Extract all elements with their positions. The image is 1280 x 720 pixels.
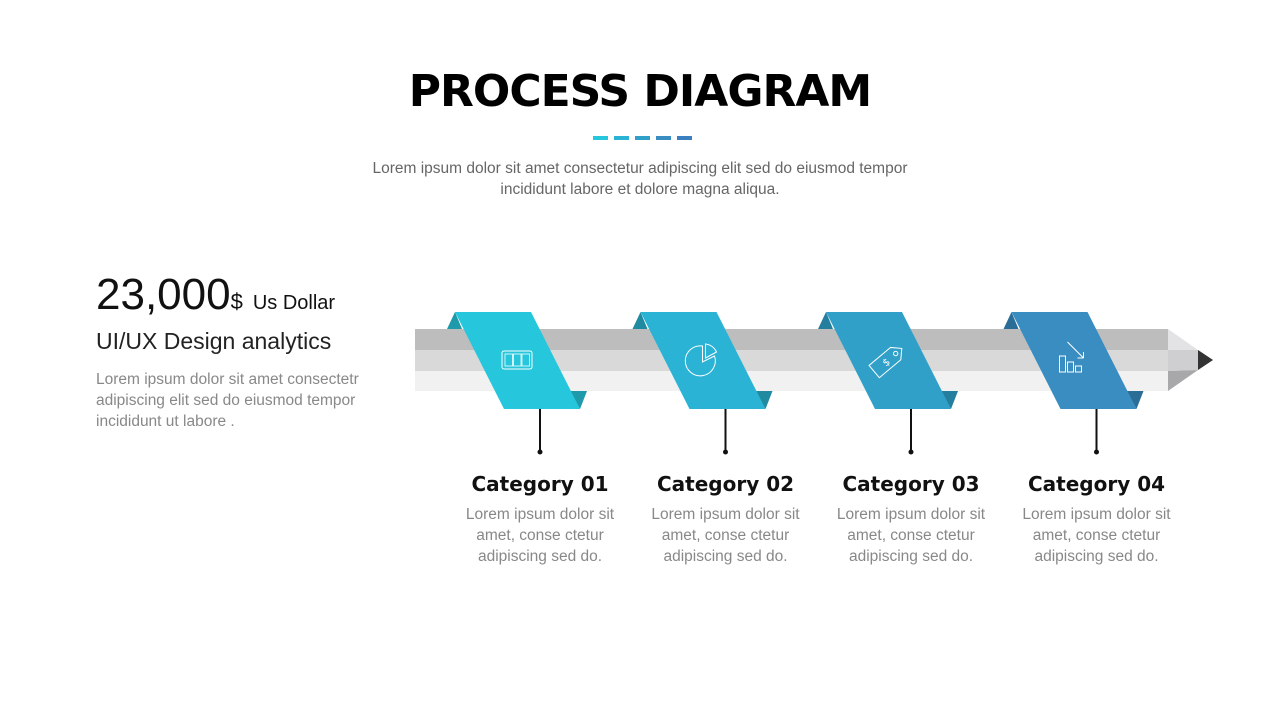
category-text: Lorem ipsum dolor sit amet, conse ctetur… — [651, 506, 800, 565]
connector-dot — [723, 449, 728, 455]
stat-unit: Us Dollar — [252, 292, 336, 314]
category-text: Lorem ipsum dolor sit amet, conse ctetur… — [836, 506, 986, 565]
ribbon-step-1 — [447, 312, 587, 455]
category-title: Category 03 — [842, 472, 980, 496]
stat-description: Lorem ipsum dolor sit amet consectetr ad… — [96, 371, 359, 430]
ribbon-fold — [632, 312, 648, 329]
category-1: Category 01 Lorem ipsum dolor sit amet, c… — [440, 472, 640, 567]
stat-currency: $ — [230, 289, 243, 314]
category-title: Category 04 — [1027, 472, 1166, 496]
category-title: Category 01 — [471, 472, 609, 496]
dash — [593, 136, 608, 140]
ribbon-fold — [818, 312, 833, 329]
page-title: PROCESS DIAGRAM — [408, 66, 872, 117]
subtitle-line: Lorem ipsum dolor sit amet consectetur a… — [372, 160, 908, 177]
stat-heading: UI/UX Design analytics — [96, 328, 332, 354]
category-title: Category 02 — [656, 472, 795, 496]
category-text: Lorem ipsum dolor sit amet, conse ctetur… — [1022, 506, 1171, 565]
ribbon-step-4 — [1003, 312, 1144, 455]
ribbon-fold — [1003, 312, 1019, 329]
ribbon-fold — [755, 391, 773, 409]
category-3: Category 03 Lorem ipsum dolor sit amet, c… — [811, 472, 1011, 567]
ribbon — [455, 312, 580, 409]
dash — [656, 136, 671, 140]
ribbon-fold — [447, 312, 462, 329]
category-4: Category 04 Lorem ipsum dolor sit amet, c… — [997, 472, 1197, 567]
pie-chart-icon — [684, 343, 718, 377]
ribbon-fold — [941, 391, 958, 409]
connector-dot — [537, 449, 543, 455]
stat-value: 23,000$ Us Dollar — [96, 270, 335, 320]
svg-text:$: $ — [881, 357, 893, 370]
dash — [635, 136, 650, 140]
ribbon — [1011, 312, 1137, 409]
connector-dot — [908, 449, 914, 455]
jcb-card-icon — [501, 350, 533, 370]
pencil-body — [415, 329, 1168, 391]
category-text: Lorem ipsum dolor sit amet, conse ctetur… — [465, 506, 615, 565]
subtitle-line: incididunt labore et dolore magna aliqua… — [500, 181, 780, 198]
stat-number: 23,000 — [96, 270, 231, 319]
ribbon-step-3: $ — [818, 312, 958, 455]
connector-dot — [1094, 449, 1099, 455]
price-tag-icon: $ — [868, 346, 903, 379]
category-2: Category 02 Lorem ipsum dolor sit amet, c… — [626, 472, 826, 567]
dash — [614, 136, 629, 140]
dash — [677, 136, 692, 140]
bar-chart-down-icon — [1059, 341, 1084, 373]
title-underline — [593, 136, 692, 140]
ribbon-step-2 — [632, 312, 773, 455]
pencil-tip — [1168, 329, 1213, 391]
ribbon-fold — [570, 391, 587, 409]
subtitle: Lorem ipsum dolor sit amet consectetur a… — [340, 158, 940, 200]
ribbon — [826, 312, 951, 409]
ribbon-fold — [1126, 391, 1144, 409]
